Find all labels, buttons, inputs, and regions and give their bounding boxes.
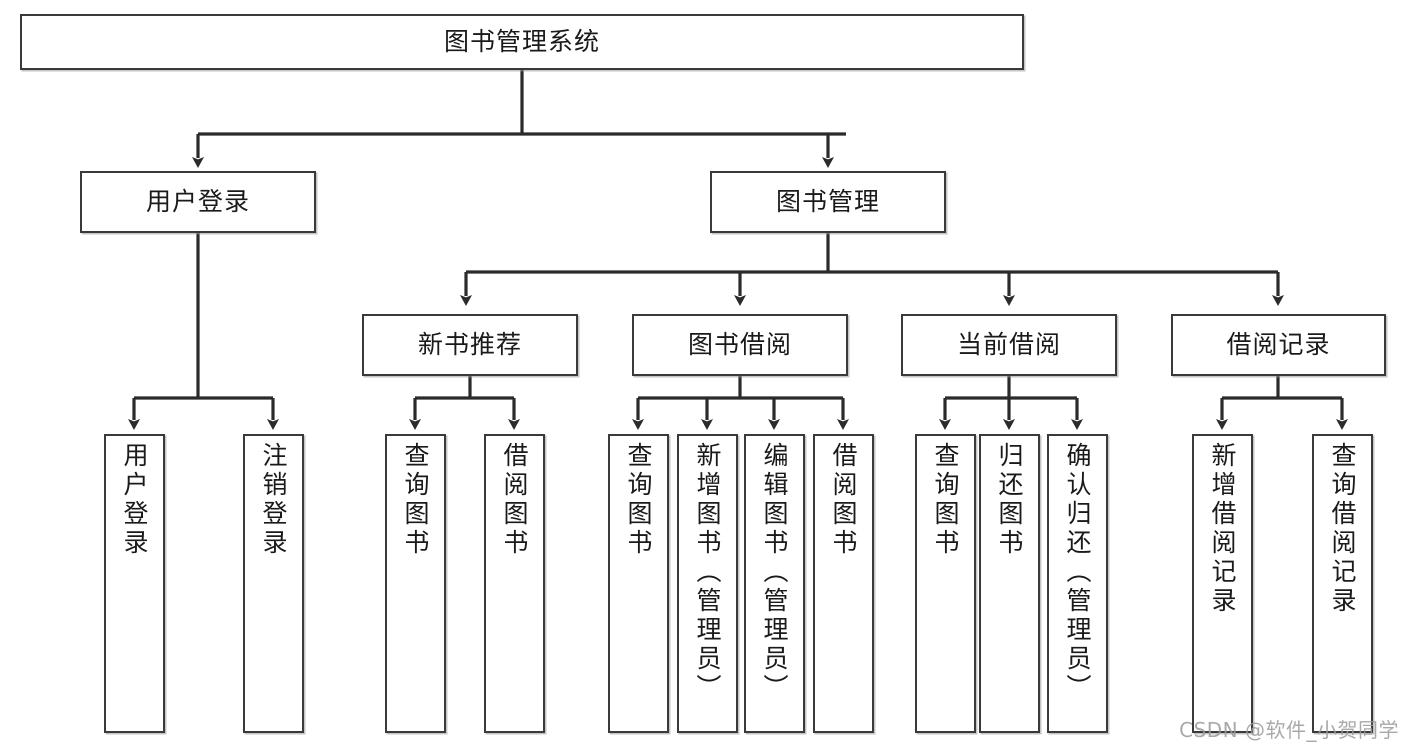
- leaf-borrow-borrow-book[interactable]: 借阅图书: [813, 434, 874, 733]
- node-current-borrow[interactable]: 当前借阅: [901, 314, 1117, 376]
- node-root-system[interactable]: 图书管理系统: [20, 14, 1024, 70]
- csdn-watermark: CSDN @软件_小贺同学: [1179, 718, 1399, 742]
- leaf-borrow-add-book-admin[interactable]: 新增图书（管理员）: [677, 434, 738, 733]
- leaf-label: 注销登录: [259, 442, 288, 558]
- node-book-management[interactable]: 图书管理: [710, 171, 946, 233]
- leaf-label: 查询借阅记录: [1328, 442, 1357, 616]
- leaf-record-add-record[interactable]: 新增借阅记录: [1192, 434, 1253, 733]
- leaf-label: 新增图书（管理员）: [693, 442, 722, 703]
- leaf-label: 编辑图书（管理员）: [760, 442, 789, 703]
- leaf-label: 查询图书: [931, 442, 960, 558]
- leaf-new-borrow-book[interactable]: 借阅图书: [484, 434, 545, 733]
- node-borrow-record[interactable]: 借阅记录: [1171, 314, 1386, 376]
- node-new-book-recommend[interactable]: 新书推荐: [362, 314, 578, 376]
- leaf-label: 新增借阅记录: [1208, 442, 1237, 616]
- leaf-new-query-book[interactable]: 查询图书: [385, 434, 446, 733]
- leaf-user-login[interactable]: 用户登录: [104, 434, 165, 733]
- node-user-login[interactable]: 用户登录: [80, 171, 316, 233]
- leaf-record-query-record[interactable]: 查询借阅记录: [1312, 434, 1373, 733]
- leaf-current-query-book[interactable]: 查询图书: [915, 434, 976, 733]
- leaf-label: 归还图书: [995, 442, 1024, 558]
- leaf-label: 确认归还（管理员）: [1063, 442, 1092, 703]
- leaf-current-return-book[interactable]: 归还图书: [979, 434, 1040, 733]
- leaf-user-logout[interactable]: 注销登录: [243, 434, 304, 733]
- leaf-borrow-edit-book-admin[interactable]: 编辑图书（管理员）: [744, 434, 805, 733]
- leaf-current-confirm-return-admin[interactable]: 确认归还（管理员）: [1047, 434, 1108, 733]
- leaf-label: 查询图书: [401, 442, 430, 558]
- node-book-borrow[interactable]: 图书借阅: [632, 314, 848, 376]
- leaf-label: 用户登录: [120, 442, 149, 558]
- leaf-label: 借阅图书: [829, 442, 858, 558]
- leaf-label: 查询图书: [624, 442, 653, 558]
- leaf-label: 借阅图书: [500, 442, 529, 558]
- leaf-borrow-query-book[interactable]: 查询图书: [608, 434, 669, 733]
